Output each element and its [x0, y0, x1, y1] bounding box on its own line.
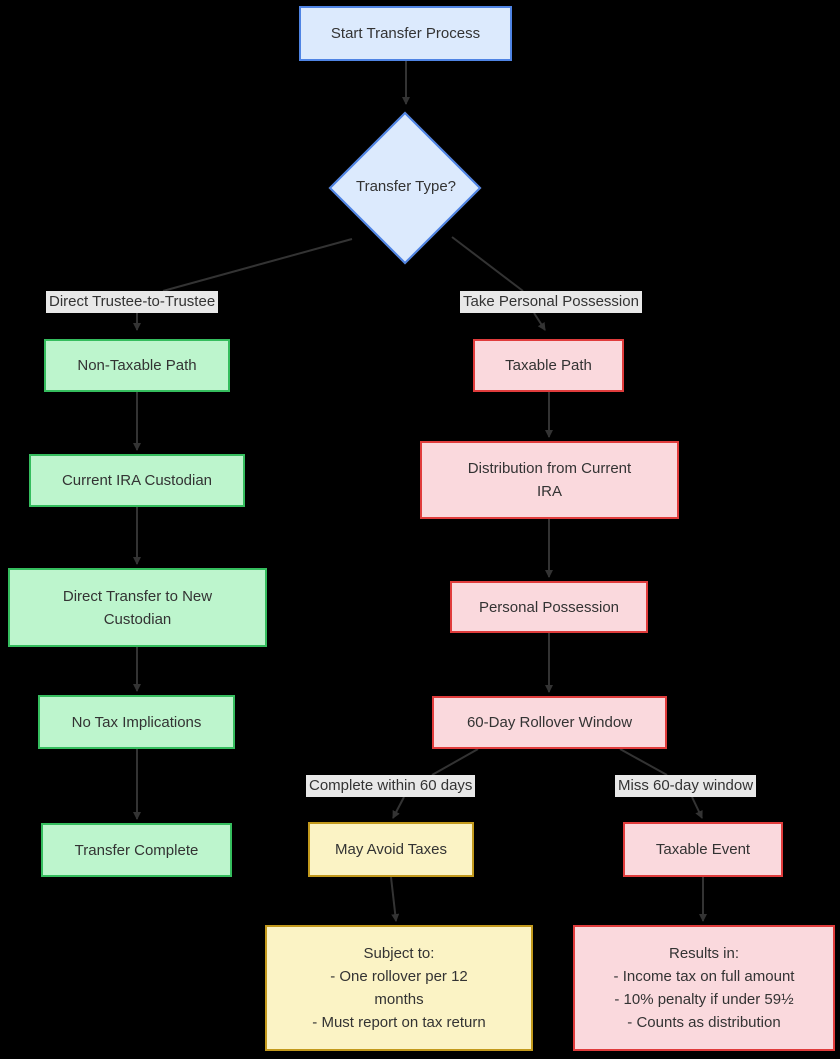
edge-decision-to-direct-label — [162, 238, 353, 292]
node-line: IRA — [536, 483, 562, 500]
edge-window-to-miss60-label — [619, 748, 668, 776]
node-line: Custodian — [103, 610, 172, 628]
node-label: No Tax Implications — [71, 713, 202, 731]
node-label: Current IRA Custodian — [61, 472, 213, 489]
node-no-tax-implications: No Tax Implications — [38, 695, 235, 749]
edge-miss60-label-to-taxableevent — [691, 796, 703, 819]
edge-avoid-to-subject — [390, 876, 400, 922]
node-label: Personal Possession — [478, 598, 620, 616]
node-line: Subject to: — [363, 945, 435, 962]
node-taxable-path: Taxable Path — [473, 339, 624, 392]
node-transfer-complete: Transfer Complete — [41, 823, 232, 877]
edge-window-to-complete60-label — [431, 748, 479, 776]
node-60-day-rollover-window: 60-Day Rollover Window — [432, 696, 667, 749]
node-line: Distribution from Current — [467, 460, 632, 477]
node-label: Taxable Event — [655, 841, 751, 858]
node-current-ira-custodian: Current IRA Custodian — [29, 454, 245, 507]
node-non-taxable-path: Non-Taxable Path — [44, 339, 230, 392]
node-distribution-from-current-ira: Distribution from Current IRA — [420, 441, 679, 519]
node-label: 60-Day Rollover Window — [466, 714, 633, 731]
edge-decision-to-personal-label — [451, 236, 524, 292]
node-line: Results in: — [668, 945, 740, 962]
node-personal-possession: Personal Possession — [450, 581, 648, 633]
node-direct-transfer-to-new-custodian: Direct Transfer to New Custodian — [8, 568, 267, 647]
edge-complete60-label-to-avoid — [392, 796, 405, 819]
node-label: Non-Taxable Path — [77, 357, 197, 374]
edge-label-direct-trustee: Direct Trustee-to-Trustee — [46, 291, 219, 313]
edge-label-complete-within-60-days: Complete within 60 days — [306, 775, 476, 797]
node-line: - One rollover per 12 — [330, 968, 468, 985]
node-label: Taxable Path — [505, 357, 592, 374]
edge-label-take-personal-possession: Take Personal Possession — [460, 291, 642, 313]
node-transfer-type-label: Transfer Type? — [355, 178, 457, 195]
node-may-avoid-taxes: May Avoid Taxes — [308, 822, 474, 877]
node-line: Direct Transfer to New — [62, 587, 213, 605]
node-label: Start Transfer Process — [330, 25, 481, 42]
node-subject-to-details: Subject to: - One rollover per 12 months… — [265, 925, 533, 1051]
node-start-transfer-process: Start Transfer Process — [299, 6, 512, 61]
node-line: months — [374, 991, 424, 1008]
node-label: May Avoid Taxes — [334, 841, 447, 858]
node-line: - 10% penalty if under 59½ — [614, 991, 794, 1008]
node-line: - Income tax on full amount — [613, 968, 795, 985]
node-taxable-event: Taxable Event — [623, 822, 783, 877]
node-label: Transfer Complete — [74, 841, 199, 859]
node-line: - Must report on tax return — [312, 1014, 486, 1031]
node-line: - Counts as distribution — [627, 1014, 781, 1031]
edge-personal-label-to-taxable — [533, 312, 546, 331]
edge-label-miss-60-day-window: Miss 60-day window — [615, 775, 757, 797]
node-results-in-details: Results in: - Income tax on full amount … — [573, 925, 835, 1051]
